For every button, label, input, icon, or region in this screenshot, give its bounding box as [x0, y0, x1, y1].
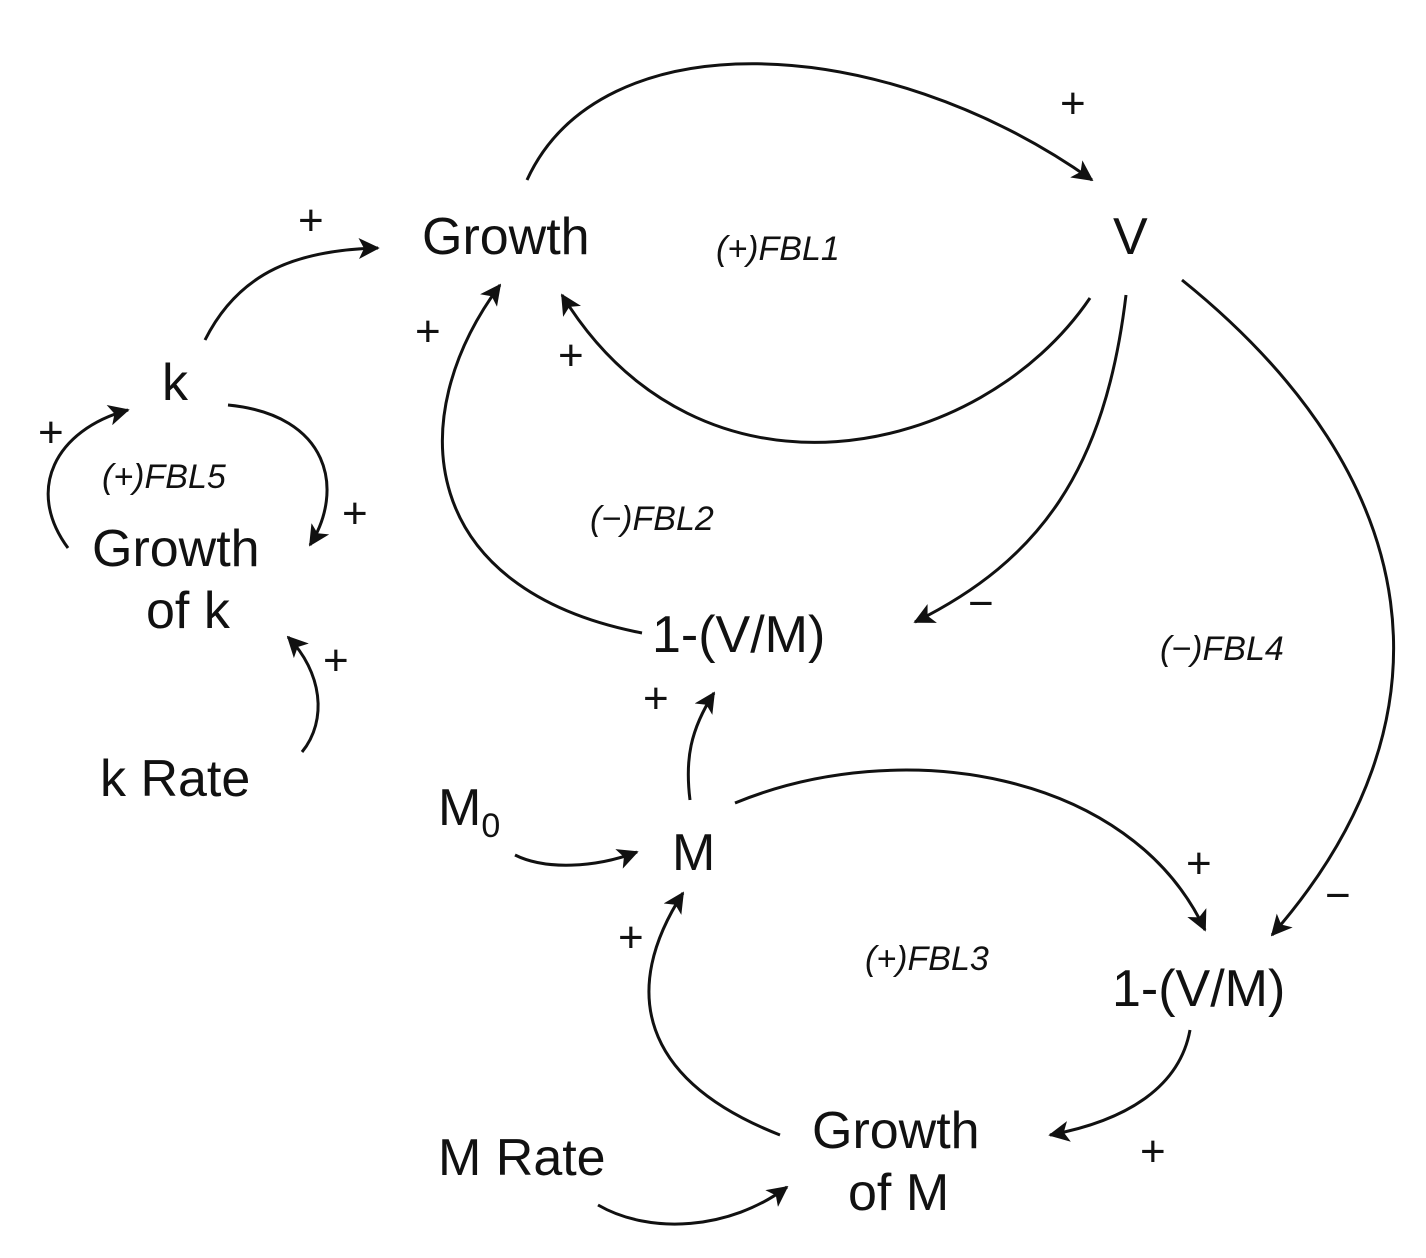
node-growth: Growth	[422, 208, 590, 266]
arrow-m-rate-to-growth-of-m	[597, 1185, 789, 1226]
loop-label-fbl2: (−)FBL2	[590, 500, 714, 538]
arrow-k-to-growth-of-k	[227, 403, 330, 547]
arrow-m-to-lower-vm	[734, 768, 1207, 932]
polarity-k-rate-to-growth-of-k: +	[323, 636, 349, 685]
polarity-growth-to-v: +	[1060, 79, 1086, 128]
polarity-m-to-lower-vm: +	[1186, 839, 1212, 888]
node-upper-1-minus-v-over-m: 1-(V/M)	[652, 606, 825, 664]
loop-label-fbl1: (+)FBL1	[716, 230, 840, 268]
polarity-k-to-growth-of-k: +	[342, 489, 368, 538]
loop-label-fbl4: (−)FBL4	[1160, 630, 1284, 668]
node-k-rate: k Rate	[100, 750, 250, 808]
arrow-growth-of-k-to-k	[46, 404, 130, 549]
polarity-v-to-upper-vm: −	[968, 579, 994, 628]
arrow-growth-of-m-to-m	[647, 891, 781, 1137]
polarity-v-to-lower-vm: −	[1325, 871, 1351, 920]
polarity-growth-of-m-to-m: +	[618, 913, 644, 962]
node-growth-of-m-line2: of M	[848, 1164, 949, 1222]
loop-label-fbl3: (+)FBL3	[865, 940, 989, 978]
arrow-lower-vm-to-growth-of-m	[1048, 1029, 1192, 1142]
arrow-upper-vm-to-growth	[440, 283, 643, 635]
node-v: V	[1113, 208, 1148, 266]
node-m-rate: M Rate	[438, 1129, 606, 1187]
polarity-v-to-growth: +	[558, 331, 584, 380]
arrow-k-to-growth	[203, 238, 380, 341]
node-lower-1-minus-v-over-m: 1-(V/M)	[1112, 960, 1285, 1018]
arrow-m0-to-m	[514, 849, 639, 869]
arrow-growth-to-v	[525, 62, 1094, 182]
polarity-lower-vm-to-growth-of-m: +	[1140, 1127, 1166, 1176]
arrow-v-to-growth	[560, 293, 1092, 444]
polarity-upper-vm-to-growth: +	[415, 307, 441, 356]
arrow-k-rate-to-growth-of-k	[286, 635, 320, 753]
node-m0: M0	[438, 779, 500, 845]
arrow-m-to-upper-vm	[686, 691, 716, 801]
arrow-v-to-upper-vm	[913, 294, 1128, 624]
polarity-k-to-growth: +	[298, 196, 324, 245]
node-m0-base: M	[438, 779, 481, 837]
polarity-m-to-upper-vm: +	[643, 674, 669, 723]
node-growth-of-m-line1: Growth	[812, 1102, 980, 1160]
loop-label-fbl5: (+)FBL5	[102, 458, 226, 496]
node-m: M	[672, 824, 715, 882]
node-growth-of-k-line1: Growth	[92, 520, 260, 578]
polarity-growth-of-k-to-k: +	[38, 408, 64, 457]
node-k: k	[162, 354, 189, 412]
arrow-v-to-lower-vm	[1181, 278, 1396, 937]
node-m0-subscript: 0	[481, 807, 500, 845]
node-growth-of-k-line2: of k	[146, 582, 231, 640]
